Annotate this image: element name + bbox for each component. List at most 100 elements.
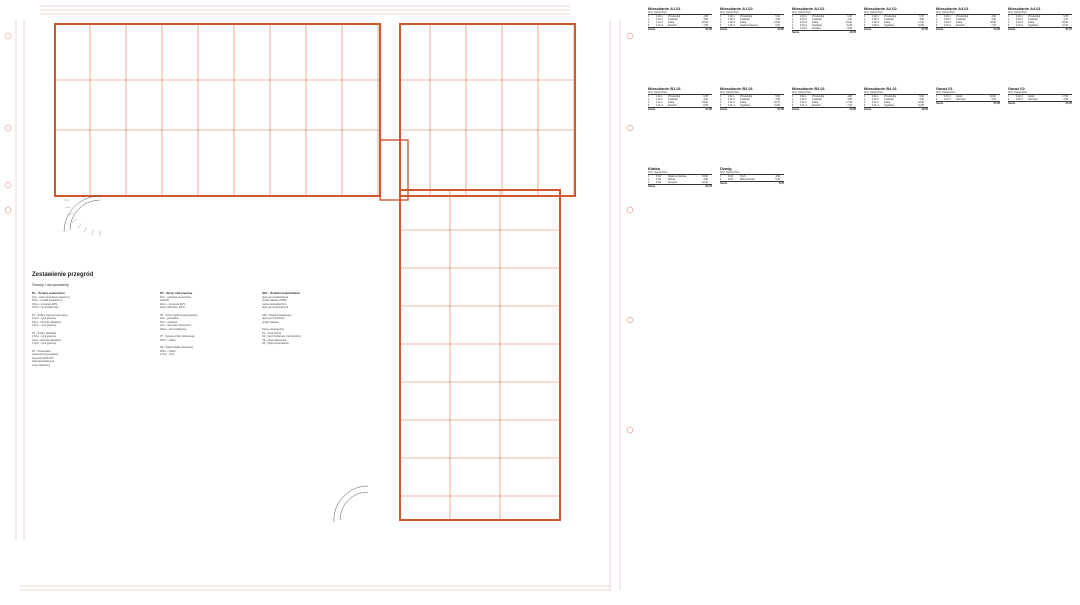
table-cell: 5,90 — [919, 95, 924, 98]
table-cell: Sypialnia — [884, 104, 894, 107]
room-table-header: Pom. Nazwa Pow. — [648, 11, 712, 15]
legend-line: 25cm - żelbet — [160, 349, 176, 353]
table-cell: 24,60 — [702, 175, 708, 178]
table-cell: 2 — [720, 18, 722, 21]
legend-line: S3 - płyta balkonowa — [262, 338, 287, 342]
table-cell: Garaż — [956, 95, 963, 98]
table-cell: 32,15 — [702, 181, 708, 184]
legend-line: 25cm - pustak ceramiczny — [32, 299, 63, 303]
table-cell: 4 — [720, 24, 722, 27]
table-cell: 3.01.4 — [944, 24, 951, 27]
legend-line: 4cm - styropian akustyczny — [160, 324, 192, 328]
table-cell: 4.01.1 — [1016, 15, 1023, 18]
table-cell: Łazienka — [884, 18, 894, 21]
legend-line: 10cm - styropian EPS — [160, 302, 186, 306]
table-cell: 3 — [648, 181, 650, 184]
table-cell: 3 — [720, 101, 722, 104]
legend-line: profile stalowe — [262, 320, 279, 324]
table-cell: Pokój — [740, 21, 746, 24]
table-cell: 4,00 — [847, 98, 852, 101]
table-cell: 4,85 — [847, 95, 852, 98]
table-cell: Garaż — [1028, 95, 1035, 98]
legend-line: płyta g-k wodoodporna — [262, 295, 289, 299]
table-cell: 1.01.3 — [656, 21, 663, 24]
table-cell: Kuchnia — [812, 104, 821, 107]
table-cell: 6,20 — [847, 15, 852, 18]
stair-tread — [71, 218, 77, 223]
table-cell: 1 — [936, 95, 938, 98]
table-cell: Pokój — [812, 101, 818, 104]
table-cell: 2.11.3 — [728, 101, 735, 104]
table-cell: Łazienka — [668, 98, 678, 101]
table-cell: Łazienka — [668, 18, 678, 21]
table-cell: Sypialnia — [884, 24, 894, 27]
table-cell: 1 — [648, 15, 650, 18]
legend-line: 1,5cm - tynk gipsowy — [32, 324, 57, 328]
legend-line: 12cm - bloczek silikatowy — [32, 338, 62, 342]
table-cell: 2.02.3 — [872, 21, 879, 24]
table-cell: 4,05 — [775, 18, 780, 21]
table-cell: 3 — [792, 101, 794, 104]
table-cell: Klatka schodowa — [668, 175, 687, 178]
table-cell: 18,60 — [918, 101, 924, 104]
table-cell: 1.01.1 — [656, 15, 663, 18]
table-cell: 3.11.4 — [800, 104, 807, 107]
legend-line: 0,5cm - tynk silikonowy — [32, 306, 59, 310]
table-cell: Sypialnia — [1028, 24, 1038, 27]
table-cell: 0.02.1 — [1016, 95, 1023, 98]
table-cell: 3,60 — [775, 175, 780, 178]
table-cell: 14,80 — [774, 21, 780, 24]
table-cell: 4 — [1008, 24, 1010, 27]
legend-line: 1,5cm - tynk gipsowy — [32, 335, 57, 339]
legend-line: 25cm - żelbet — [160, 338, 176, 342]
legend-line: profile stalowe CW50 — [262, 299, 287, 303]
table-cell: 2.11.1 — [728, 95, 735, 98]
legend-line: P2 - Ściany wewnętrzne nośne — [32, 313, 68, 317]
room-table-header: Pom. Nazwa Pow. — [648, 91, 712, 95]
table-cell: 3.11.2 — [800, 98, 807, 101]
room-table-title: Mieszkanie A3.01 — [936, 6, 969, 11]
table-cell: 4 — [792, 24, 794, 27]
table-cell: 3.01.1 — [944, 15, 951, 18]
table-cell: K.01 — [656, 175, 661, 178]
table-cell: 1 — [1008, 15, 1010, 18]
table-cell: 3,20 — [991, 98, 996, 101]
table-cell: 1 — [720, 95, 722, 98]
legend-line: S4 - płyta spocznikowa — [262, 342, 289, 346]
room-table-title: Mieszkanie A4.01 — [1008, 6, 1041, 11]
table-cell: 3 — [648, 101, 650, 104]
table-cell: 19,20 — [702, 101, 708, 104]
table-cell: 2.11.4 — [728, 104, 735, 107]
table-cell: 4.11.3 — [872, 101, 879, 104]
room-table-title: Klatka — [648, 166, 661, 171]
table-cell: 4,20 — [991, 18, 996, 21]
stair-tread — [64, 206, 71, 209]
table-cell: 1 — [1008, 95, 1010, 98]
